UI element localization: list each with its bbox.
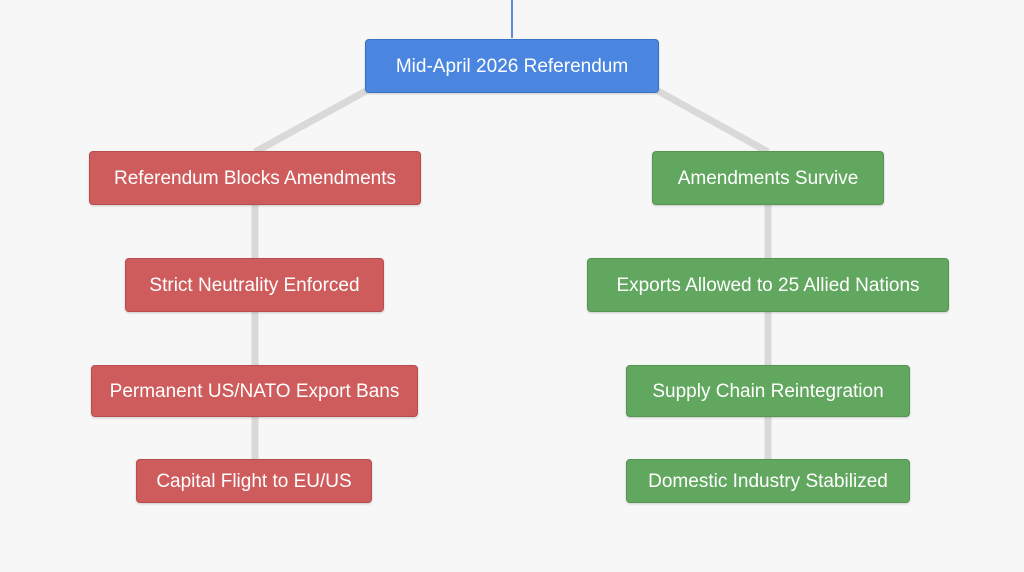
right-node-exports-allowed: Exports Allowed to 25 Allied Nations [587, 258, 949, 312]
right-node-label: Supply Chain Reintegration [652, 380, 884, 402]
left-node-export-bans: Permanent US/NATO Export Bans [91, 365, 418, 417]
root-node-label: Mid-April 2026 Referendum [395, 55, 629, 77]
right-node-label: Domestic Industry Stabilized [648, 470, 888, 492]
root-to-left-connector [253, 87, 368, 156]
right-node-label: Exports Allowed to 25 Allied Nations [616, 274, 920, 296]
root-node: Mid-April 2026 Referendum [365, 39, 659, 93]
left-node-strict-neutrality: Strict Neutrality Enforced [125, 258, 384, 312]
left-node-label: Referendum Blocks Amendments [114, 167, 396, 189]
left-node-capital-flight: Capital Flight to EU/US [136, 459, 372, 503]
right-node-domestic-industry: Domestic Industry Stabilized [626, 459, 910, 503]
right-node-label: Amendments Survive [677, 167, 859, 189]
left-node-label: Strict Neutrality Enforced [149, 274, 360, 296]
root-to-right-connector [656, 87, 770, 156]
right-node-amendments-survive: Amendments Survive [652, 151, 884, 205]
left-node-referendum-blocks-amendments: Referendum Blocks Amendments [89, 151, 421, 205]
left-node-label: Capital Flight to EU/US [156, 470, 352, 492]
left-node-label: Permanent US/NATO Export Bans [109, 380, 400, 402]
right-node-supply-chain: Supply Chain Reintegration [626, 365, 910, 417]
